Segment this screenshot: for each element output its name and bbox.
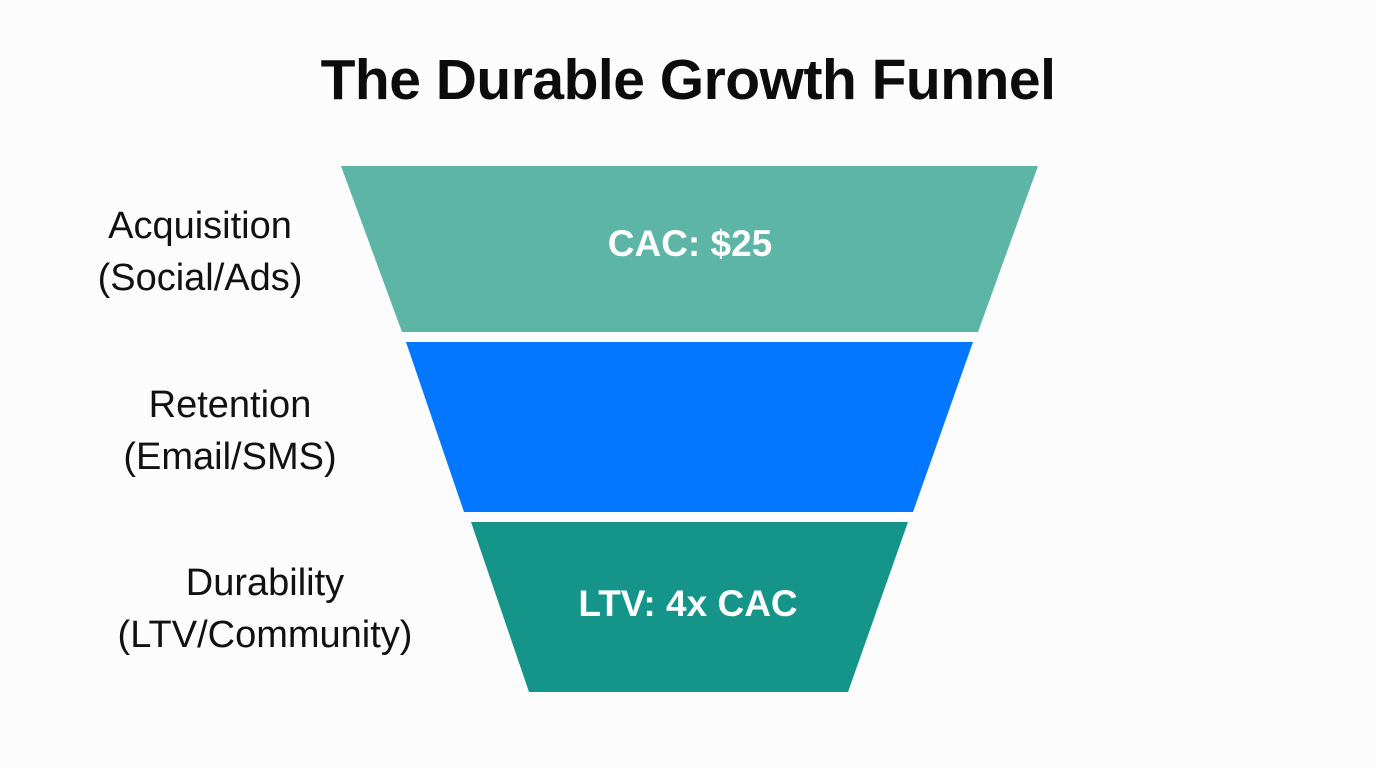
- funnel-label-acquisition-line1: Acquisition: [108, 205, 292, 247]
- funnel-label-acquisition: Acquisition (Social/Ads): [30, 200, 370, 305]
- funnel-value-acquisition: CAC: $25: [607, 223, 773, 264]
- funnel-band-durability: [471, 522, 908, 692]
- funnel-label-retention-line2: (Email/SMS): [123, 436, 337, 479]
- page-title: The Durable Growth Funnel: [320, 48, 1056, 112]
- funnel-label-retention-line1: Retention: [148, 384, 312, 426]
- funnel-band-retention: [406, 342, 973, 512]
- funnel-label-retention: Retention (Email/SMS): [60, 379, 400, 484]
- funnel-band-acquisition: [341, 166, 1038, 332]
- funnel-label-acquisition-line2: (Social/Ads): [97, 257, 303, 300]
- funnel-label-durability-line1: Durability: [185, 562, 345, 604]
- funnel-label-durability: Durability (LTV/Community): [95, 557, 435, 662]
- funnel-label-durability-line2: (LTV/Community): [117, 614, 413, 657]
- funnel-value-durability: LTV: 4x CAC: [578, 583, 798, 624]
